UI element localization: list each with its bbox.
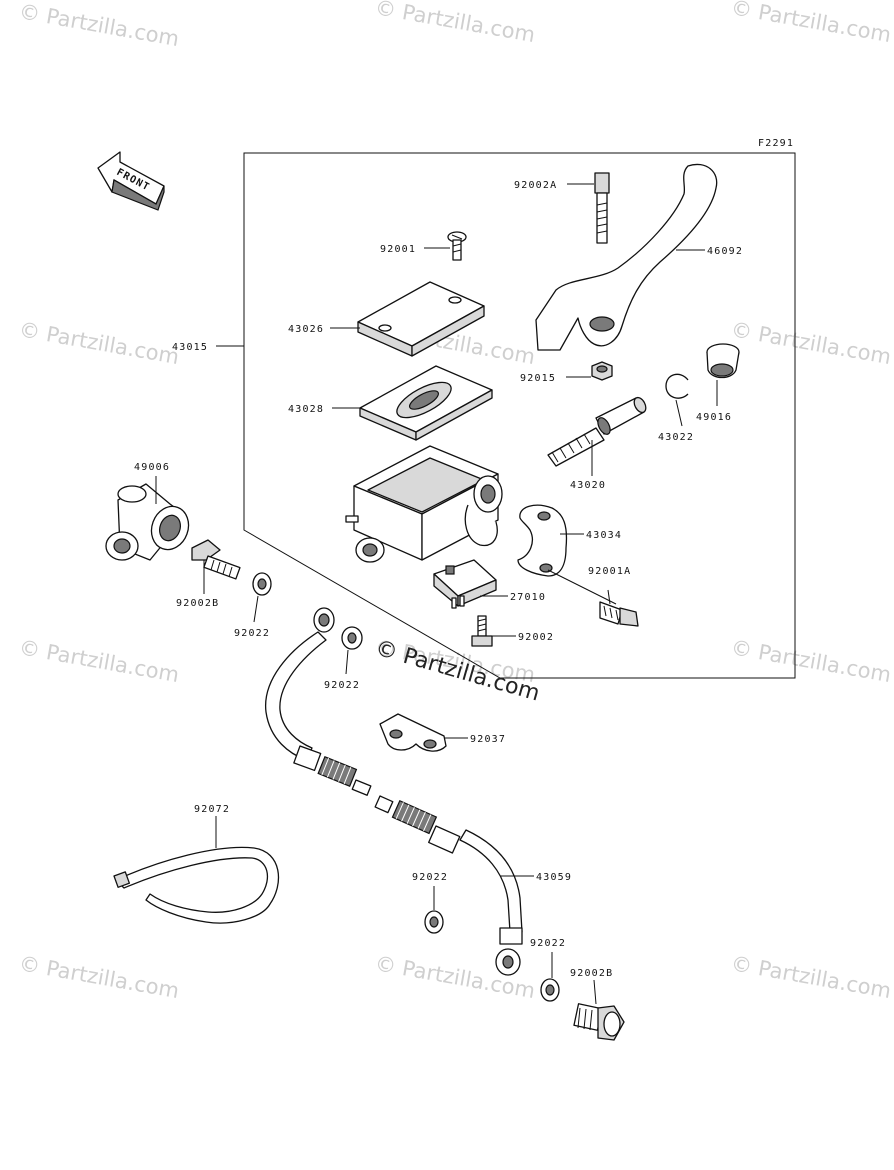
leader-92001a-clamp xyxy=(547,569,617,605)
figure-code: F2291 xyxy=(758,138,794,149)
watermark: © Partzilla.com xyxy=(729,0,893,47)
screw-92002 xyxy=(471,615,493,647)
assembly-boundary xyxy=(243,152,796,679)
leader-92022-a xyxy=(253,595,259,623)
label-43026: 43026 xyxy=(288,324,324,335)
watermark: © Partzilla.com xyxy=(373,0,537,47)
watermark: © Partzilla.com xyxy=(729,951,893,1003)
brake-lever-46092 xyxy=(535,163,718,351)
watermark: © Partzilla.com xyxy=(17,951,181,1003)
label-92072: 92072 xyxy=(194,804,230,815)
washer-92022-b xyxy=(341,626,363,650)
washer-92022-d xyxy=(540,978,560,1002)
nut-92015 xyxy=(591,361,613,381)
holder-clamp-43034 xyxy=(517,504,568,577)
label-43020: 43020 xyxy=(570,480,606,491)
label-92002b-lower: 92002B xyxy=(570,968,613,979)
label-27010: 27010 xyxy=(510,592,546,603)
label-43015: 43015 xyxy=(172,342,208,353)
bolt-92002a xyxy=(594,172,610,244)
screw-92001 xyxy=(447,231,467,261)
diaphragm-43028 xyxy=(359,365,493,441)
watermark: © Partzilla.com xyxy=(17,317,181,369)
label-92022-d: 92022 xyxy=(530,938,566,949)
leader-92001a xyxy=(607,589,611,605)
watermark: © Partzilla.com xyxy=(729,635,893,687)
label-92001: 92001 xyxy=(380,244,416,255)
banjo-bolt-92002b-lower xyxy=(573,1003,625,1041)
bolt-92001a xyxy=(599,601,639,627)
brake-switch-27010 xyxy=(433,559,497,609)
label-92001a: 92001A xyxy=(588,566,631,577)
watermark: © Partzilla.com xyxy=(729,317,893,369)
reservoir-cover-43026 xyxy=(357,281,485,357)
label-92022-b: 92022 xyxy=(324,680,360,691)
label-92022-a: 92022 xyxy=(234,628,270,639)
circlip-43022 xyxy=(665,373,689,399)
label-49006: 49006 xyxy=(134,462,170,473)
label-43059: 43059 xyxy=(536,872,572,883)
washer-92022-a xyxy=(252,572,272,596)
hose-clamp-92037 xyxy=(379,713,447,752)
watermark: © Partzilla.com xyxy=(17,0,181,51)
leader-92002b-lower xyxy=(593,979,597,1005)
leader-92022-b xyxy=(345,649,349,675)
label-92002a: 92002A xyxy=(514,180,557,191)
master-cylinder-body xyxy=(345,445,503,563)
label-43034: 43034 xyxy=(586,530,622,541)
label-46092: 46092 xyxy=(707,246,743,257)
banjo-cover-49006 xyxy=(105,483,190,561)
washer-92022-c xyxy=(424,910,444,934)
label-92002b-upper: 92002B xyxy=(176,598,219,609)
brake-hose-upper xyxy=(265,607,372,796)
piston-kit-43020 xyxy=(547,396,647,467)
watermark: © Partzilla.com xyxy=(17,635,181,687)
bolt-92002b-upper xyxy=(191,539,241,580)
label-92002: 92002 xyxy=(518,632,554,643)
label-92015: 92015 xyxy=(520,373,556,384)
cable-band-92072 xyxy=(113,846,280,924)
leader-43022 xyxy=(675,399,683,427)
brake-hose-lower-43059 xyxy=(374,795,523,976)
label-43022: 43022 xyxy=(658,432,694,443)
label-49016: 49016 xyxy=(696,412,732,423)
label-92037: 92037 xyxy=(470,734,506,745)
dust-boot-49016 xyxy=(706,343,740,379)
front-arrow-icon: FRONT xyxy=(97,151,165,211)
label-92022-c: 92022 xyxy=(412,872,448,883)
label-43028: 43028 xyxy=(288,404,324,415)
